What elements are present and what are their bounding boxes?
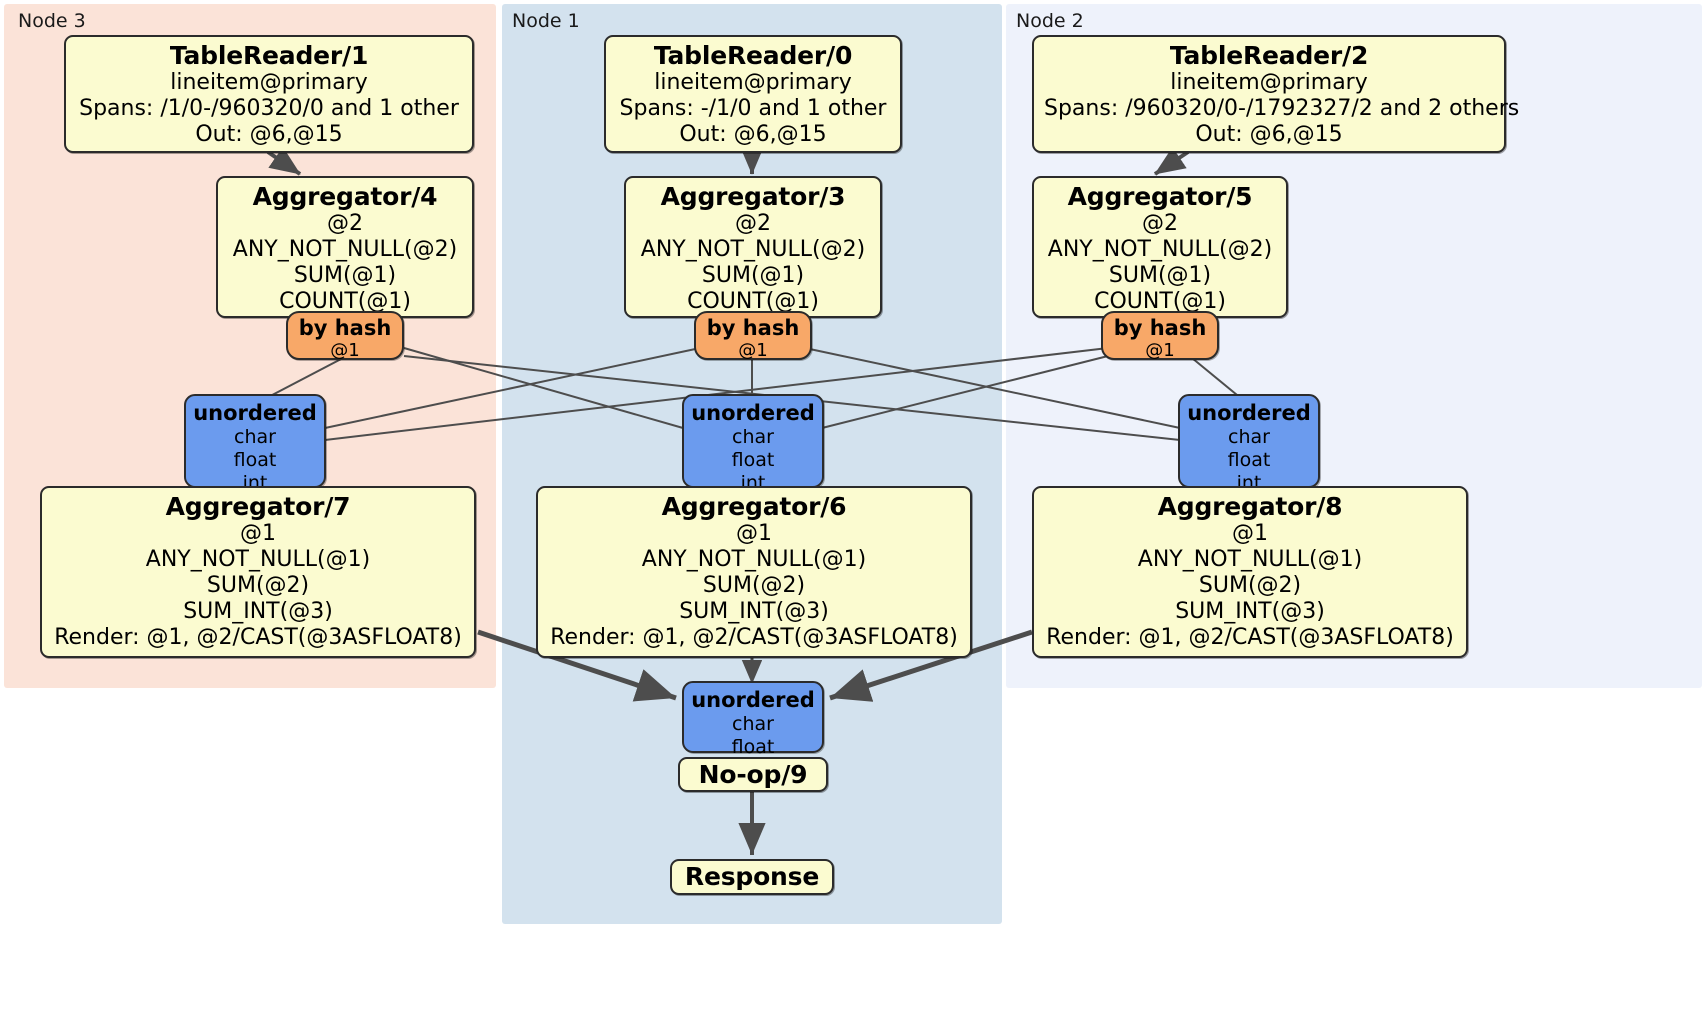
synchronizer-node2[interactable]: unordered char float int bbox=[1178, 394, 1320, 494]
processor-detail: COUNT(@1) bbox=[279, 288, 411, 314]
synchronizer-type: float bbox=[233, 448, 277, 471]
processor-detail: @2 bbox=[735, 211, 771, 236]
node-panel-label-node1: Node 1 bbox=[512, 10, 580, 32]
processor-aggregator-6[interactable]: Aggregator/6 @1 ANY_NOT_NULL(@1) SUM(@2)… bbox=[536, 486, 972, 658]
processor-detail: COUNT(@1) bbox=[1094, 288, 1226, 314]
router-title: by hash bbox=[298, 316, 392, 340]
processor-detail: @1 bbox=[1232, 521, 1268, 546]
processor-detail: SUM(@1) bbox=[293, 262, 397, 288]
processor-detail: Render: @1, @2/CAST(@3ASFLOAT8) bbox=[1046, 624, 1454, 650]
processor-tablereader-2[interactable]: TableReader/2 lineitem@primary Spans: /9… bbox=[1032, 35, 1520, 153]
processor-detail: ANY_NOT_NULL(@1) bbox=[145, 546, 371, 572]
processor-title: TableReader/1 bbox=[169, 41, 369, 70]
processor-detail: Out: @6,@15 bbox=[679, 121, 827, 147]
processor-detail: COUNT(@1) bbox=[687, 288, 819, 314]
processor-title: Aggregator/7 bbox=[165, 492, 351, 521]
processor-response[interactable]: Response bbox=[670, 859, 834, 895]
processor-detail: ANY_NOT_NULL(@2) bbox=[640, 236, 866, 262]
router-detail: @1 bbox=[738, 340, 768, 362]
processor-detail: @1 bbox=[736, 521, 772, 546]
node-panel-label-node3: Node 3 bbox=[18, 10, 86, 32]
processor-aggregator-5[interactable]: Aggregator/5 @2 ANY_NOT_NULL(@2) SUM(@1)… bbox=[1032, 176, 1288, 318]
processor-detail: ANY_NOT_NULL(@1) bbox=[1137, 546, 1363, 572]
processor-detail: SUM_INT(@3) bbox=[183, 598, 333, 624]
synchronizer-final[interactable]: unordered char float bbox=[682, 681, 824, 758]
processor-title: No-op/9 bbox=[698, 760, 808, 789]
processor-detail: ANY_NOT_NULL(@1) bbox=[641, 546, 867, 572]
router-detail: @1 bbox=[330, 340, 360, 362]
processor-title: Aggregator/5 bbox=[1067, 182, 1253, 211]
processor-aggregator-7[interactable]: Aggregator/7 @1 ANY_NOT_NULL(@1) SUM(@2)… bbox=[40, 486, 476, 658]
processor-detail: SUM(@2) bbox=[1198, 572, 1302, 598]
processor-detail: Spans: /1/0-/960320/0 and 1 other bbox=[79, 95, 459, 121]
processor-detail: @2 bbox=[1142, 211, 1178, 236]
router-detail: @1 bbox=[1145, 340, 1175, 362]
synchronizer-node3[interactable]: unordered char float int bbox=[184, 394, 326, 494]
router-title: by hash bbox=[706, 316, 800, 340]
processor-aggregator-4[interactable]: Aggregator/4 @2 ANY_NOT_NULL(@2) SUM(@1)… bbox=[216, 176, 474, 318]
processor-title: Aggregator/8 bbox=[1157, 492, 1343, 521]
processor-detail: SUM_INT(@3) bbox=[1175, 598, 1325, 624]
processor-title: TableReader/2 bbox=[1169, 41, 1369, 70]
processor-aggregator-8[interactable]: Aggregator/8 @1 ANY_NOT_NULL(@1) SUM(@2)… bbox=[1032, 486, 1468, 658]
router-title: by hash bbox=[1113, 316, 1207, 340]
processor-detail: SUM(@2) bbox=[206, 572, 310, 598]
processor-detail: Spans: -/1/0 and 1 other bbox=[619, 95, 887, 121]
processor-detail: Out: @6,@15 bbox=[1195, 121, 1343, 147]
processor-detail: SUM(@1) bbox=[1108, 262, 1212, 288]
synchronizer-type: float bbox=[731, 735, 775, 758]
processor-detail: ANY_NOT_NULL(@2) bbox=[1047, 236, 1273, 262]
processor-noop-9[interactable]: No-op/9 bbox=[678, 757, 828, 792]
processor-detail: Out: @6,@15 bbox=[195, 121, 343, 147]
processor-detail: lineitem@primary bbox=[1170, 70, 1368, 95]
processor-title: TableReader/0 bbox=[653, 41, 853, 70]
synchronizer-type: float bbox=[731, 448, 775, 471]
synchronizer-type: char bbox=[1228, 426, 1270, 449]
synchronizer-type: char bbox=[732, 713, 774, 736]
synchronizer-title: unordered bbox=[193, 401, 317, 425]
processor-title: Aggregator/3 bbox=[660, 182, 846, 211]
processor-aggregator-3[interactable]: Aggregator/3 @2 ANY_NOT_NULL(@2) SUM(@1)… bbox=[624, 176, 882, 318]
processor-detail: lineitem@primary bbox=[170, 70, 368, 95]
synchronizer-type: float bbox=[1227, 448, 1271, 471]
processor-detail: ANY_NOT_NULL(@2) bbox=[232, 236, 458, 262]
processor-detail: SUM_INT(@3) bbox=[679, 598, 829, 624]
synchronizer-title: unordered bbox=[1187, 401, 1311, 425]
processor-title: Aggregator/6 bbox=[661, 492, 847, 521]
processor-detail: SUM(@1) bbox=[701, 262, 805, 288]
processor-detail: @2 bbox=[327, 211, 363, 236]
synchronizer-title: unordered bbox=[691, 401, 815, 425]
processor-detail: Render: @1, @2/CAST(@3ASFLOAT8) bbox=[550, 624, 958, 650]
router-node1-by-hash[interactable]: by hash @1 bbox=[694, 311, 812, 362]
router-node3-by-hash[interactable]: by hash @1 bbox=[286, 311, 404, 362]
router-node2-by-hash[interactable]: by hash @1 bbox=[1101, 311, 1219, 362]
processor-detail: lineitem@primary bbox=[654, 70, 852, 95]
node-panel-label-node2: Node 2 bbox=[1016, 10, 1084, 32]
processor-tablereader-0[interactable]: TableReader/0 lineitem@primary Spans: -/… bbox=[604, 35, 902, 153]
synchronizer-title: unordered bbox=[691, 688, 815, 712]
processor-title: Response bbox=[684, 862, 820, 891]
processor-detail: Render: @1, @2/CAST(@3ASFLOAT8) bbox=[54, 624, 462, 650]
processor-detail: SUM(@2) bbox=[702, 572, 806, 598]
synchronizer-type: char bbox=[732, 426, 774, 449]
synchronizer-node1[interactable]: unordered char float int bbox=[682, 394, 824, 494]
processor-title: Aggregator/4 bbox=[252, 182, 438, 211]
synchronizer-type: char bbox=[234, 426, 276, 449]
processor-detail: Spans: /960320/0-/1792327/2 and 2 others bbox=[1044, 95, 1520, 121]
processor-detail: @1 bbox=[240, 521, 276, 546]
processor-tablereader-1[interactable]: TableReader/1 lineitem@primary Spans: /1… bbox=[64, 35, 474, 153]
